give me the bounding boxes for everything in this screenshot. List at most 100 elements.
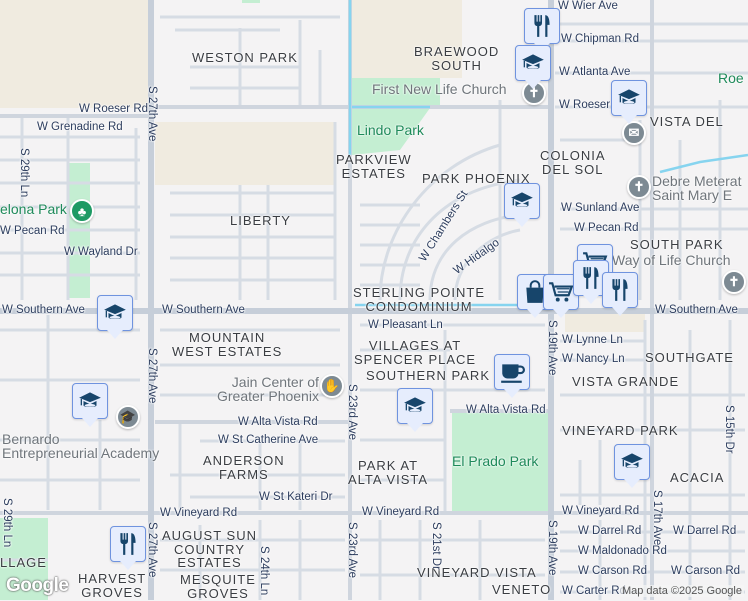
restaurant-marker[interactable]: [110, 526, 146, 570]
street-label: W Roeser: [559, 99, 611, 111]
coffee-cup-icon: [499, 359, 525, 385]
school-marker[interactable]: [397, 388, 433, 432]
street-label: W Darrel Rd: [578, 525, 642, 537]
street-label: S 17th Ave: [651, 490, 663, 546]
shopping-cart-icon: [548, 279, 574, 305]
w-alta-vista-rd: [155, 409, 548, 424]
neighborhood-label: VINEYARD VISTA: [417, 565, 537, 580]
neighborhood-label: VISTA GRANDE: [572, 374, 680, 389]
neighborhood-label: AUGUST SUN COUNTRY ESTATES: [162, 528, 257, 570]
park-label[interactable]: El Prado Park: [452, 453, 539, 469]
street-label: W Carson Rd: [671, 565, 741, 577]
street-label: W Darrel Rd: [673, 525, 737, 537]
poi-label[interactable]: Way of Life Church: [612, 252, 731, 268]
school-marker[interactable]: [614, 444, 650, 488]
street-label: W Roeser Rd: [79, 103, 149, 115]
street-label: W Southern Ave: [655, 304, 738, 316]
school-marker[interactable]: [515, 45, 551, 89]
park-tree-icon[interactable]: ♣: [70, 199, 94, 223]
neighborhood-label: HARVEST GROVES: [78, 571, 147, 600]
school-icon: [77, 388, 103, 414]
street-label: S 21st Dr: [430, 522, 442, 570]
tan-area: [0, 0, 148, 108]
street-label: W Lynne Ln: [562, 334, 623, 346]
park-label[interactable]: Lindo Park: [357, 122, 424, 138]
neighborhood-label: SOUTHERN PARK: [366, 368, 490, 383]
street-label: S 19th Ave: [546, 520, 558, 576]
street-label: S 23rd Ave: [346, 384, 358, 441]
street-label: W Vineyard Rd: [362, 506, 440, 518]
neighborhood-label: LIBERTY: [230, 213, 291, 228]
street-label: S 24th Ln: [258, 546, 270, 596]
neighborhood-label: VISTA DEL: [650, 114, 724, 129]
street-label: S 15th Dr: [723, 405, 735, 454]
street-label: S 27th Ave: [146, 348, 158, 404]
neighborhood-label: MESQUITE GROVES: [180, 572, 256, 601]
school-marker[interactable]: [504, 183, 540, 227]
neighborhood-label: VILLAGES AT SPENCER PLACE: [354, 338, 477, 367]
neighborhood-label: PARKVIEW ESTATES: [336, 152, 412, 181]
school-icon: [619, 449, 645, 475]
neighborhood-label: LLAGE: [0, 555, 47, 570]
street-label: W Pleasant Ln: [368, 319, 443, 331]
neighborhood-label: SOUTH PARK: [630, 237, 724, 252]
neighborhood-label: VINEYARD PARK: [562, 423, 679, 438]
street-label: S 29th Ln: [1, 498, 13, 548]
school-icon: [402, 393, 428, 419]
church-icon[interactable]: ✝: [627, 175, 651, 199]
street-label: W Pecan Rd: [574, 222, 639, 234]
street-label: W Southern Ave: [2, 304, 85, 316]
park-label[interactable]: Roe: [718, 70, 744, 86]
street-label: W Southern Ave: [162, 304, 245, 316]
cafe-marker[interactable]: [494, 354, 530, 398]
school-marker[interactable]: [97, 295, 133, 339]
street-label: W Chipman Rd: [561, 33, 639, 45]
street-label: W Wayland Dr: [64, 246, 138, 258]
map-attribution[interactable]: Map data ©2025 Google: [619, 585, 744, 597]
street-label: S 29th Ln: [18, 148, 30, 198]
lindo-park-area: [352, 78, 440, 155]
neighborhood-label: COLONIA DEL SOL: [540, 148, 606, 177]
street-label: W Sunland Ave: [561, 202, 640, 214]
street-label: S 23rd Ave: [346, 522, 358, 579]
neighborhood-label: SOUTHGATE: [645, 350, 734, 365]
restaurant-marker[interactable]: [524, 8, 560, 52]
neighborhood-label: ANDERSON FARMS: [203, 453, 285, 482]
street-label: S 27th Ave: [146, 86, 158, 142]
street-label: W Grenadine Rd: [37, 121, 123, 133]
neighborhood-label: ACACIA: [670, 470, 725, 485]
google-logo: Google: [6, 575, 69, 596]
el-prado-park-area: [452, 412, 548, 511]
school-marker[interactable]: [611, 80, 647, 124]
poi-label[interactable]: Debre Meterat Saint Mary E: [652, 173, 742, 203]
school-marker[interactable]: [72, 383, 108, 427]
restaurant-icon: [607, 277, 633, 303]
restaurant-marker[interactable]: [602, 272, 638, 316]
street-label: W Carter Rd: [562, 585, 626, 597]
street-label: W St Kateri Dr: [259, 491, 333, 503]
neighborhood-label: VENETO: [492, 582, 552, 597]
street-label: W Alta Vista Rd: [466, 404, 546, 416]
tan-area: [352, 0, 462, 78]
poi-label[interactable]: Jain Center of Greater Phoenix: [217, 374, 319, 404]
neighborhood-label: PARK PHOENIX: [422, 171, 531, 186]
post-office-icon[interactable]: ✉: [622, 121, 646, 145]
restaurant-icon: [578, 265, 604, 291]
street-label: W Vineyard Rd: [562, 505, 640, 517]
street-label: W Atlanta Ave: [559, 66, 631, 78]
neighborhood-label: STERLING POINTE CONDOMINIUM: [353, 285, 486, 314]
school-icon: [102, 300, 128, 326]
school-icon: [520, 50, 546, 76]
street-label: W Maldonado Rd: [578, 545, 667, 557]
jain-temple-icon[interactable]: ✋: [320, 374, 344, 398]
neighborhood-label: PARK AT ALTA VISTA: [348, 458, 429, 487]
school-icon[interactable]: 🎓: [116, 405, 140, 429]
park-label[interactable]: elona Park: [0, 201, 67, 217]
church-icon[interactable]: ✝: [722, 270, 746, 294]
tan-area: [155, 122, 335, 185]
poi-label[interactable]: First New Life Church: [372, 81, 507, 97]
park-area: [242, 0, 260, 3]
poi-label[interactable]: Bernardo Entrepreneurial Academy: [2, 431, 160, 461]
